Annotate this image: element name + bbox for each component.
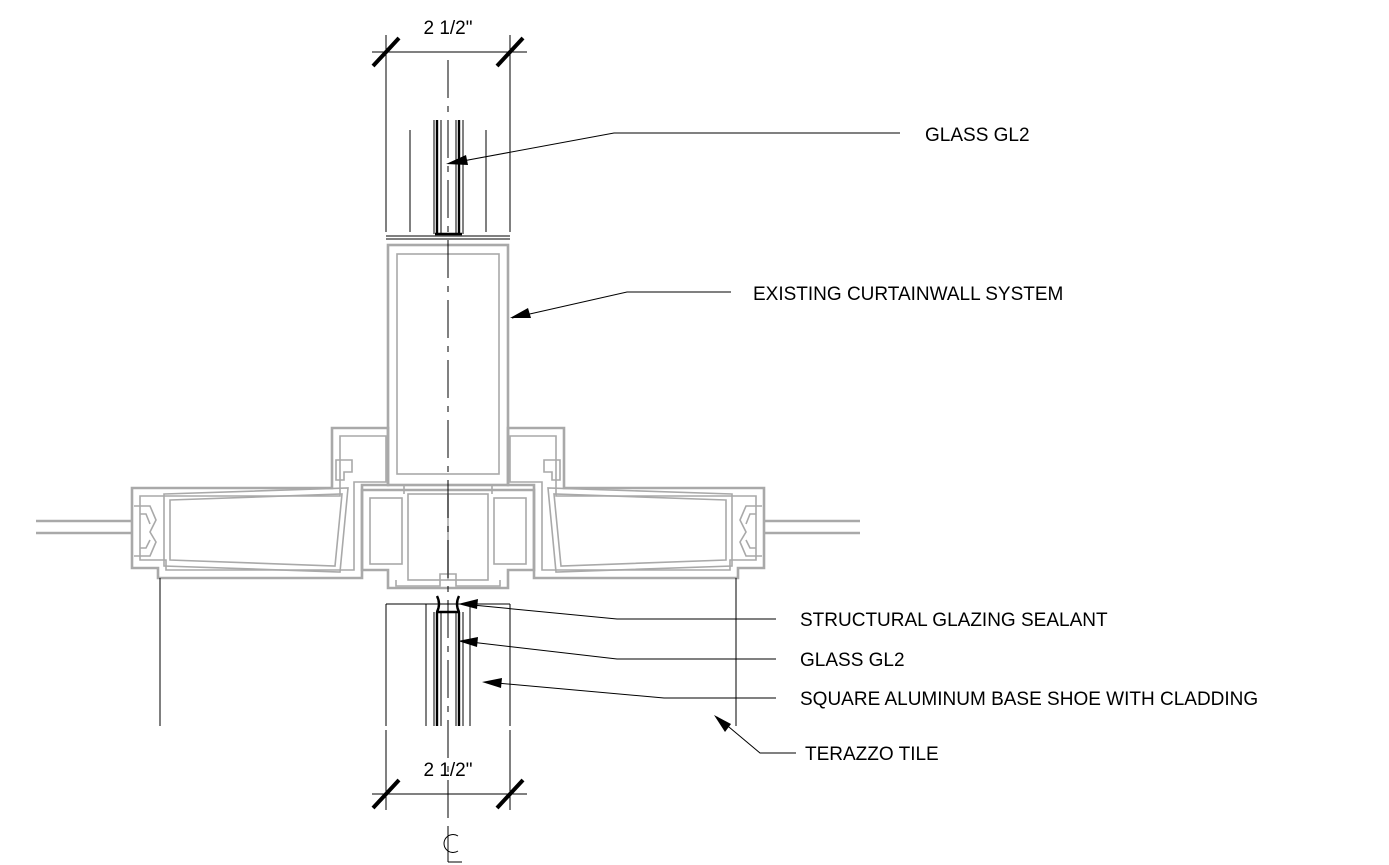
terrazzo-floor-edges	[159, 578, 737, 726]
bottom-dimension: 2 1/2"	[371, 730, 527, 810]
label-base-shoe: SQUARE ALUMINUM BASE SHOE WITH CLADDING	[800, 689, 1258, 710]
base-shoe-and-lower-glass	[385, 595, 511, 726]
top-dimension-label: 2 1/2"	[423, 18, 472, 39]
centerline	[443, 60, 462, 863]
label-terrazzo: TERAZZO TILE	[805, 744, 939, 765]
callout-glass-bottom: GLASS GL2	[458, 637, 905, 671]
label-glass-top: GLASS GL2	[925, 125, 1030, 146]
label-sealant: STRUCTURAL GLAZING SEALANT	[800, 610, 1108, 631]
centerline-symbol	[443, 828, 462, 863]
existing-curtainwall-profile	[36, 243, 860, 590]
callout-base-shoe: SQUARE ALUMINUM BASE SHOE WITH CLADDING	[482, 678, 1258, 710]
top-dimension: 2 1/2"	[371, 18, 527, 232]
label-curtainwall: EXISTING CURTAINWALL SYSTEM	[753, 284, 1063, 305]
callout-curtainwall: EXISTING CURTAINWALL SYSTEM	[510, 284, 1063, 319]
callout-terrazzo: TERAZZO TILE	[714, 715, 939, 765]
callout-sealant: STRUCTURAL GLAZING SEALANT	[458, 599, 1108, 631]
label-glass-bottom: GLASS GL2	[800, 650, 905, 671]
upper-glass-unit	[386, 120, 510, 240]
callout-glass-top: GLASS GL2	[446, 125, 1030, 165]
